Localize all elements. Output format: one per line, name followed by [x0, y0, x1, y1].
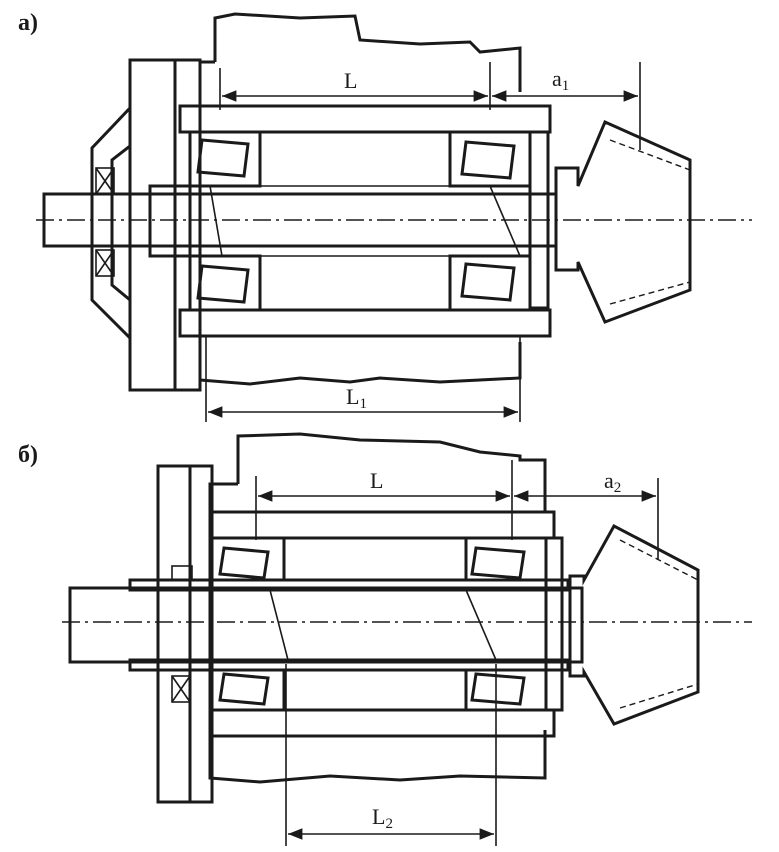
shim-b — [544, 536, 564, 712]
housing-b-outline — [208, 432, 547, 784]
nut-b — [171, 565, 193, 581]
seal-b — [171, 675, 191, 703]
bevel-pinion-a — [554, 120, 692, 324]
dim-a2: a2 — [604, 468, 621, 496]
bevel-pinion-b — [568, 523, 700, 726]
bearing-right-b — [464, 536, 548, 712]
flange-gap-b — [188, 464, 214, 804]
bearing-left-b — [210, 536, 286, 712]
figure-a-label: а) — [18, 10, 38, 36]
flange-plate-b — [156, 464, 214, 804]
dim-a1: a1 — [552, 66, 569, 94]
sleeve-top-b — [210, 510, 556, 540]
shaft-sleeve-top-b — [128, 578, 570, 592]
bearing-right-a — [448, 130, 532, 312]
figure-b-label: б) — [18, 442, 38, 468]
shaft-nut-a — [148, 184, 192, 258]
sleeve-bottom-b — [210, 708, 556, 738]
dim-L-b: L — [370, 468, 383, 493]
dim-L1: L1 — [346, 384, 367, 412]
sleeve-top-a — [178, 104, 552, 134]
dim-L2: L2 — [372, 804, 393, 832]
sleeve-bottom-a — [178, 308, 552, 338]
flange-gap-a — [173, 58, 202, 392]
bearing-left-a — [188, 130, 262, 312]
figure-b: б) — [18, 432, 752, 846]
housing-a-outline — [198, 12, 522, 386]
figure-a: а) — [18, 10, 752, 422]
dim-L-a: L — [344, 68, 357, 93]
seal-bottom-a — [95, 249, 115, 277]
end-cover-a — [90, 104, 132, 342]
shaft-sleeve-bottom-b — [128, 658, 570, 672]
shaft-b — [68, 586, 584, 664]
